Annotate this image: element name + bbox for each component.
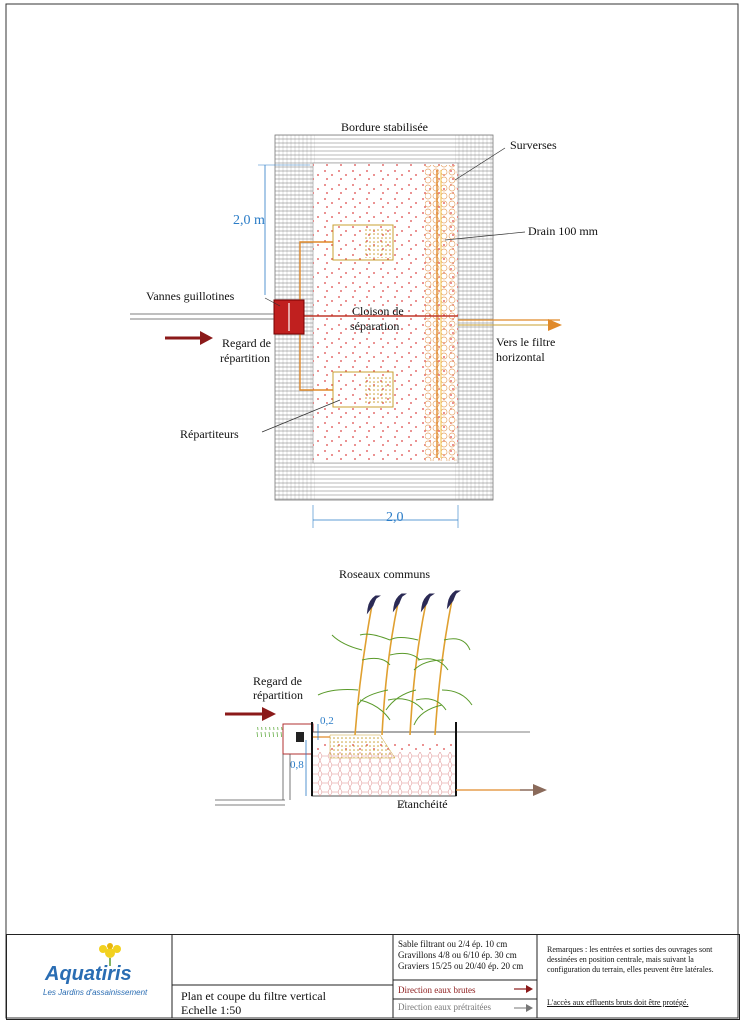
plan-dim-vertical: 2,0 m bbox=[233, 213, 265, 228]
plan-vers-label-2: horizontal bbox=[496, 350, 545, 364]
section-regard-label-2: répartition bbox=[253, 688, 303, 702]
section-title: Roseaux communs bbox=[339, 567, 430, 581]
grass bbox=[255, 727, 283, 737]
material-2: Gravillons 4/8 ou 6/10 ép. 30 cm bbox=[398, 950, 517, 960]
remarks-line-2: dessinées en position centrale, mais sui… bbox=[547, 955, 694, 964]
material-3: Graviers 15/25 ou 20/40 ép. 20 cm bbox=[398, 961, 524, 971]
remarks-line-3: configuration du terrain, elles peuvent … bbox=[547, 965, 714, 974]
section-outlet-arrow bbox=[533, 784, 547, 796]
feed-pipe-bottom bbox=[299, 332, 333, 391]
plan-cloison-label-2: séparation bbox=[350, 319, 400, 333]
plan-regard-label-2: répartition bbox=[220, 351, 270, 365]
feed-pipe-top bbox=[299, 241, 333, 305]
plan-surverses-label: Surverses bbox=[510, 138, 557, 152]
section-etancheite-label: Etanchéité bbox=[397, 797, 448, 811]
title-block: Aquatiris Les Jardins d'assainissement P… bbox=[6, 934, 740, 1020]
legend-pretraitees: Direction eaux prétraitées bbox=[398, 1002, 491, 1012]
plan-view bbox=[130, 134, 562, 528]
plan-regard-label-1: Regard de bbox=[222, 336, 271, 350]
plan-cloison-label-1: Cloison de bbox=[352, 304, 404, 318]
material-1: Sable filtrant ou 2/4 ép. 10 cm bbox=[398, 939, 508, 949]
logo-name: Aquatiris bbox=[45, 963, 132, 985]
distributor-gravel bbox=[329, 734, 396, 759]
gravel-layer bbox=[312, 752, 456, 796]
plan-repartiteurs-label: Répartiteurs bbox=[180, 427, 239, 441]
section-regard-label-1: Regard de bbox=[253, 674, 302, 688]
drawing-scale: Echelle 1:50 bbox=[181, 1003, 242, 1017]
logo-tagline: Les Jardins d'assainissement bbox=[43, 988, 148, 997]
legend-brutes: Direction eaux brutes bbox=[398, 985, 476, 995]
section-view bbox=[215, 590, 547, 809]
plan-drain-label: Drain 100 mm bbox=[528, 224, 598, 238]
warning-text: L'accès aux effluents bruts doit être pr… bbox=[547, 998, 689, 1007]
plan-vers-label-1: Vers le filtre bbox=[496, 335, 556, 349]
section-dim-02: 0,2 bbox=[320, 715, 334, 727]
reed-plants bbox=[317, 590, 473, 736]
plan-top-label: Bordure stabilisée bbox=[341, 120, 428, 134]
section-dim-08: 0,8 bbox=[290, 759, 304, 771]
outlet-arrow-head bbox=[548, 319, 562, 331]
aquatiris-logo-icon bbox=[99, 943, 121, 966]
drawing-title: Plan et coupe du filtre vertical bbox=[181, 989, 326, 1003]
plan-dim-horizontal: 2,0 bbox=[386, 510, 404, 525]
plan-vannes-label: Vannes guillotines bbox=[146, 289, 235, 303]
remarks-line-1: Remarques : les entrées et sorties des o… bbox=[547, 945, 713, 954]
